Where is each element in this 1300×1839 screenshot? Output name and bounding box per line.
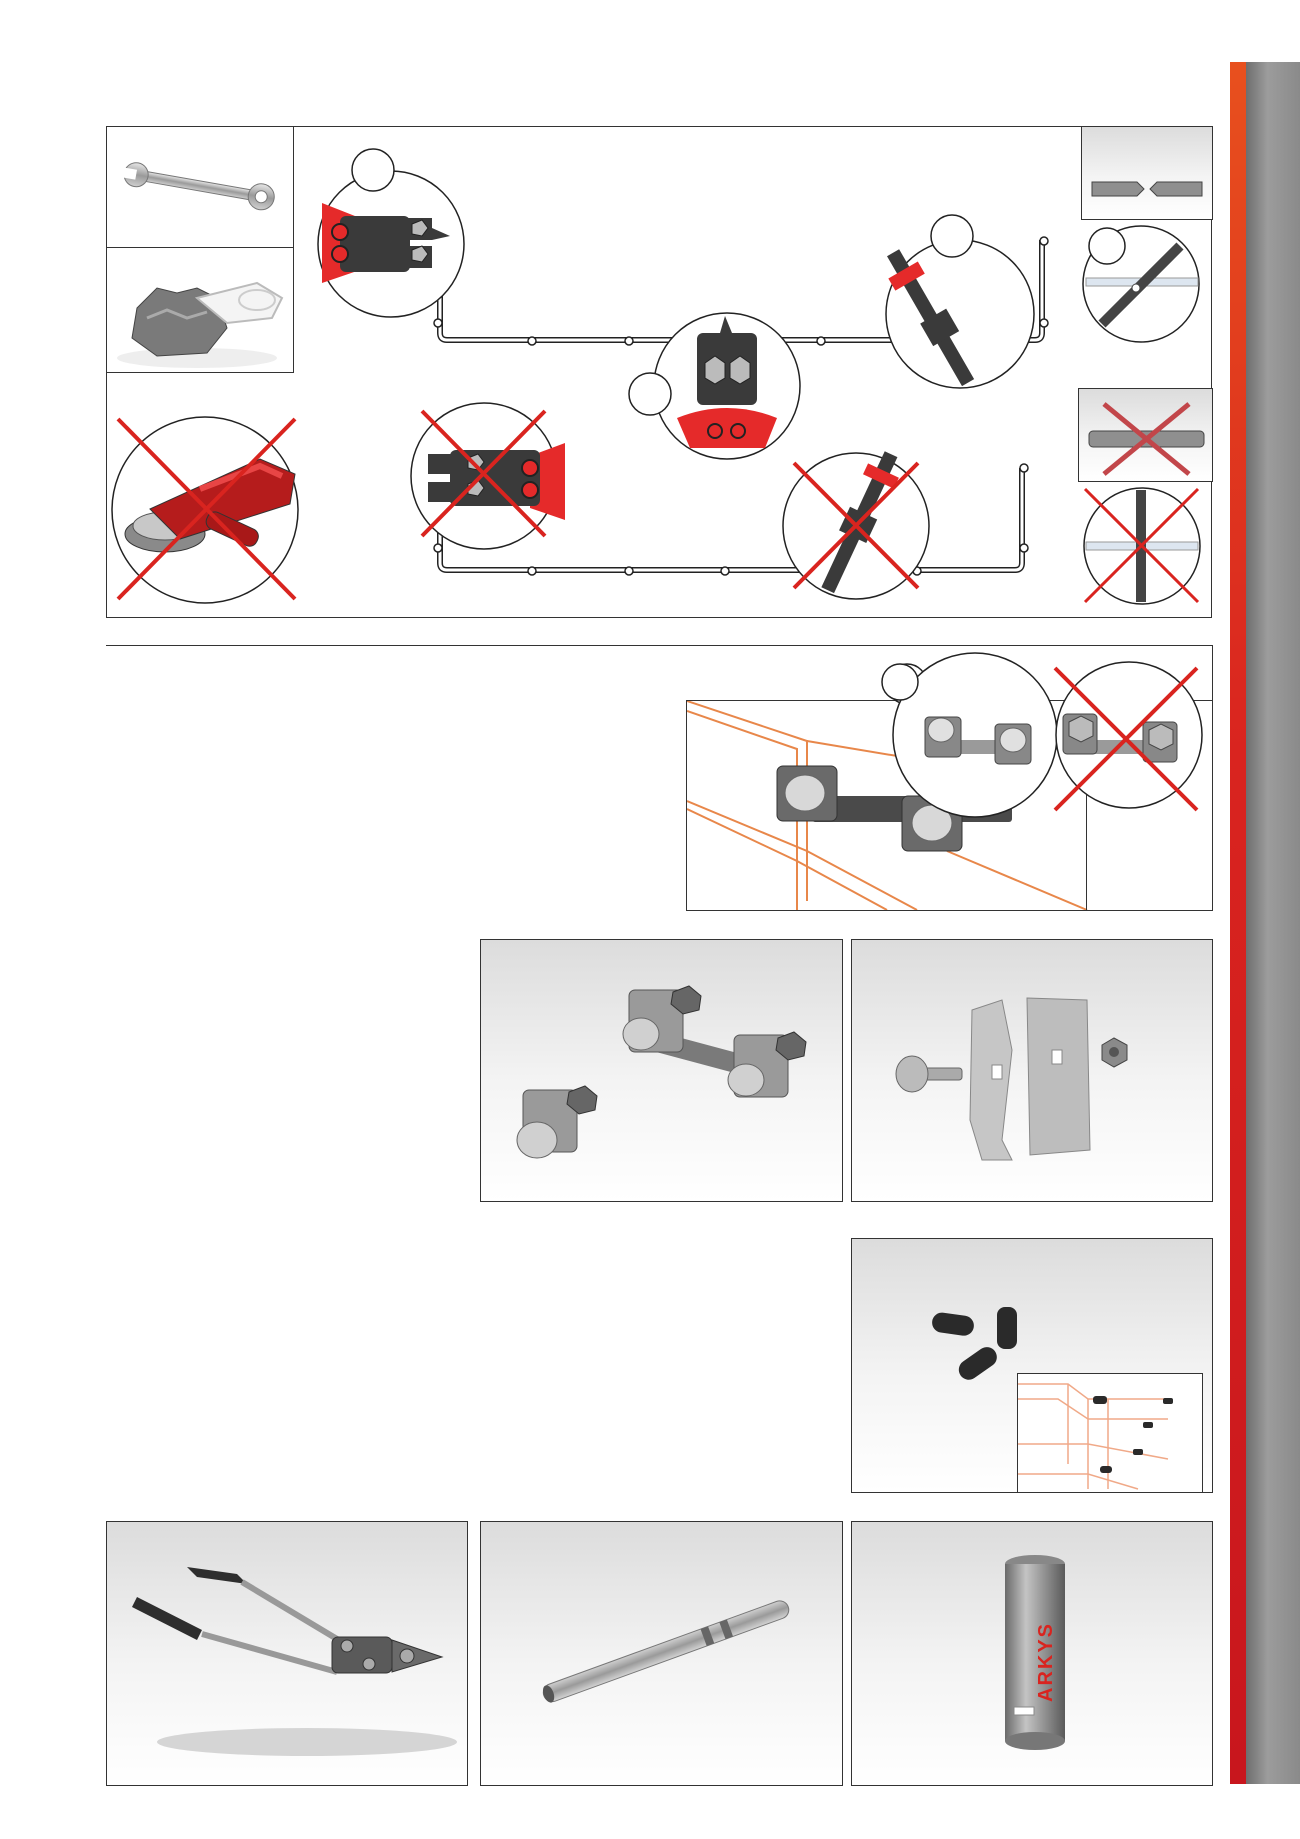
side-accent-bar xyxy=(1230,62,1246,1784)
wrench-icon xyxy=(121,162,275,211)
connector-parts-panel xyxy=(851,939,1213,1202)
brand-logo: ARKYS xyxy=(1035,1622,1057,1702)
angle-grinder-icon xyxy=(111,416,299,604)
spray-can-panel: ARKYS xyxy=(851,1521,1213,1786)
correct-cut-panel xyxy=(1081,126,1213,220)
connector-assembly-panel xyxy=(480,939,843,1202)
wrong-cut-panel xyxy=(1078,388,1213,482)
wrench-panel xyxy=(107,127,293,247)
connector-clamp-icon xyxy=(516,985,807,1159)
correct-cut-detail xyxy=(1082,225,1200,343)
connector-parts-icon xyxy=(895,997,1128,1161)
divider xyxy=(107,247,293,248)
bolt-cutter-icon xyxy=(132,1567,457,1756)
side-grey-bar xyxy=(1246,62,1300,1784)
bolt-cutter-panel xyxy=(106,1521,468,1786)
gloves-goggles-icon xyxy=(117,281,284,368)
cut-diagram xyxy=(317,148,1049,600)
wrong-cut-detail xyxy=(1083,487,1201,605)
tools-panel xyxy=(106,126,294,373)
end-cap-icon xyxy=(932,1307,1017,1380)
connector-detail xyxy=(881,652,1203,818)
rod-panel xyxy=(480,1521,843,1786)
safety-panel xyxy=(107,248,293,371)
threaded-rod-icon xyxy=(542,1600,790,1703)
bolt-cutter-icon xyxy=(322,203,450,283)
spray-can-icon: ARKYS xyxy=(1005,1555,1065,1750)
end-caps-detail xyxy=(1017,1373,1203,1493)
section-divider xyxy=(106,645,1213,646)
